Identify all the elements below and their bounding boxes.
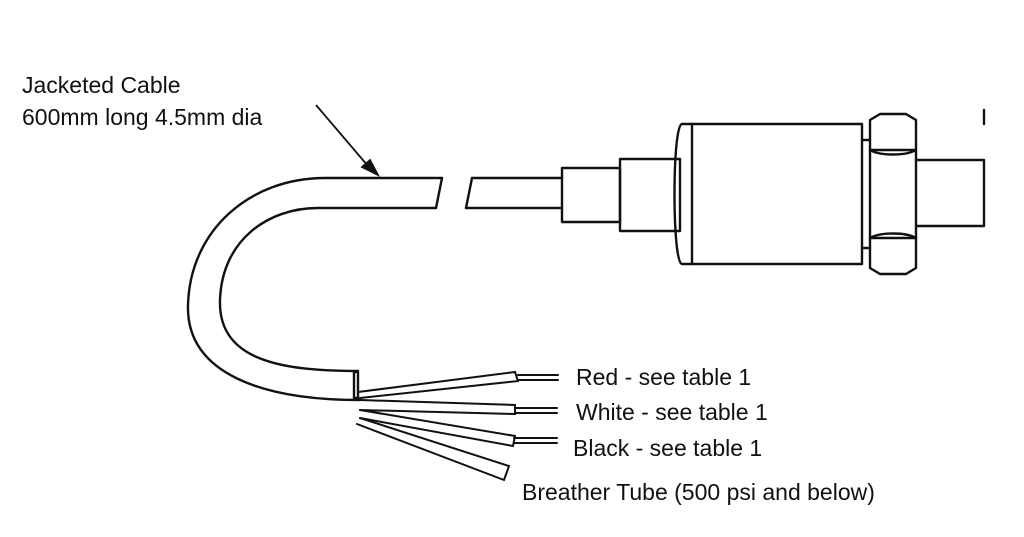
leader-arrowhead (360, 158, 381, 178)
breather-tube-label: Breather Tube (500 psi and below) (522, 479, 875, 505)
red-wire-label: Red - see table 1 (576, 364, 752, 390)
red-wire (357, 370, 520, 399)
cable-label-line-1: Jacketed Cable (22, 72, 181, 98)
cable-break-left (434, 176, 444, 210)
white-wire-label: White - see table 1 (576, 399, 768, 425)
cable-label-line-2: 600mm long 4.5mm dia (22, 104, 263, 130)
pressure-port (914, 158, 986, 228)
hex-nut (868, 112, 918, 276)
transducer-body (673, 122, 864, 266)
black-wire-tip (513, 437, 558, 444)
leader-line (315, 104, 369, 167)
cable-end-collar (352, 370, 360, 400)
strain-relief (560, 166, 622, 224)
breather-tube (356, 417, 511, 482)
cable-outer-edge (186, 176, 444, 402)
black-wire-label: Black - see table 1 (573, 435, 763, 461)
white-wire-tip (514, 407, 558, 414)
red-wire-tip (517, 374, 559, 381)
cable-inner-edge (218, 206, 438, 373)
white-wire (359, 399, 516, 416)
strain-relief-ring (618, 157, 682, 233)
cable-right-segment (464, 176, 564, 210)
black-wire (359, 409, 517, 448)
cable-break-right (464, 176, 474, 210)
